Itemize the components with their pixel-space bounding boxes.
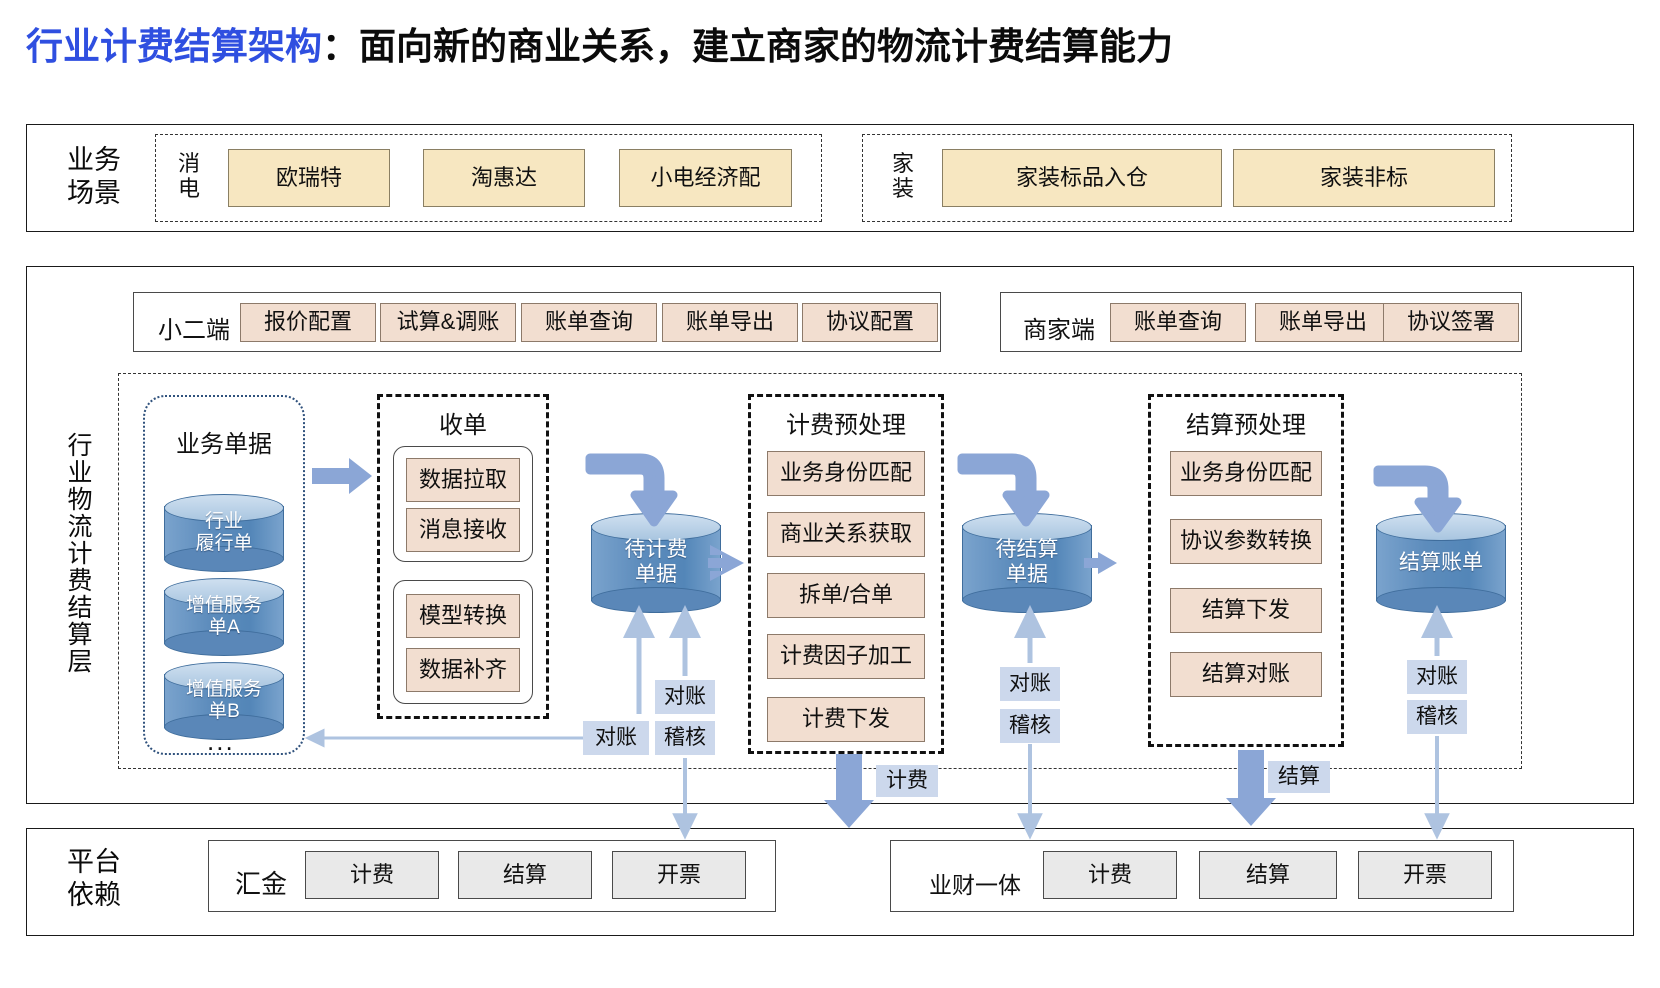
store-industry-fulfillment-label: 行业 履行单 — [195, 510, 253, 554]
tag-audit-bill: 稽核 — [1407, 700, 1467, 734]
stage-billing-item-0[interactable]: 业务身份匹配 — [767, 451, 925, 496]
stage-billing-preprocess-title: 计费预处理 — [786, 412, 906, 439]
toolbar-operator-item-1[interactable]: 试算&调账 — [380, 303, 516, 342]
tag-reconcile-settlement: 对账 — [1000, 667, 1060, 701]
business-documents-more: ... — [207, 726, 235, 756]
stage-billing-item-2[interactable]: 拆单/合单 — [767, 573, 925, 618]
store-settlement-bill-label: 结算账单 — [1399, 550, 1483, 574]
dependency-item-1-2[interactable]: 开票 — [1358, 851, 1492, 899]
business-documents-title: 业务单据 — [176, 431, 272, 458]
store-vas-b-label: 增值服务 单B — [185, 678, 262, 722]
stage-billing-item-3[interactable]: 计费因子加工 — [767, 634, 925, 679]
scenario-item-0-1[interactable]: 淘惠达 — [423, 149, 585, 207]
page-title-rest: ：面向新的商业关系，建立商家的物流计费结算能力 — [322, 26, 1173, 67]
stage-settlement-item-3[interactable]: 结算对账 — [1170, 652, 1322, 697]
toolbar-merchant-item-1[interactable]: 账单导出 — [1255, 303, 1391, 342]
stage-settlement-item-0[interactable]: 业务身份匹配 — [1170, 451, 1322, 496]
toolbar-operator-item-0[interactable]: 报价配置 — [240, 303, 376, 342]
scenario-item-1-1[interactable]: 家装非标 — [1233, 149, 1495, 207]
scenario-group-label-1: 家 装 — [891, 151, 914, 202]
dependency-group-label-1: 业财一体 — [929, 872, 1021, 898]
store-settlement-bill: 结算账单 — [1376, 513, 1506, 613]
tag-reconcile-left: 对账 — [583, 721, 649, 755]
flow-container — [118, 373, 1522, 769]
stage-settlement-preprocess-title: 结算预处理 — [1186, 412, 1306, 439]
dependency-group-label-0: 汇金 — [234, 869, 287, 899]
store-vas-b: 增值服务 单B — [164, 662, 284, 740]
scenario-item-0-0[interactable]: 欧瑞特 — [228, 149, 390, 207]
tag-audit-settlement: 稽核 — [1000, 709, 1060, 743]
stage-billing-preprocess — [748, 394, 944, 754]
scenario-group-home-improvement — [862, 134, 1512, 222]
stage-billing-item-1[interactable]: 商业关系获取 — [767, 512, 925, 557]
scenario-row-label: 业务 场景 — [67, 145, 121, 208]
stage-settlement-item-1[interactable]: 协议参数转换 — [1170, 519, 1322, 564]
store-industry-fulfillment: 行业 履行单 — [164, 494, 284, 572]
store-vas-a-label: 增值服务 单A — [185, 594, 262, 638]
toolbar-operator-item-3[interactable]: 账单导出 — [662, 303, 798, 342]
tag-settlement-flow: 结算 — [1268, 761, 1330, 793]
tag-audit-billing: 稽核 — [655, 721, 715, 755]
stage-intake-item-0-1[interactable]: 消息接收 — [406, 508, 520, 552]
toolbar-operator-label: 小二端 — [158, 317, 230, 344]
stage-intake-title: 收单 — [439, 412, 487, 439]
store-pending-settlement: 待结算 单据 — [962, 513, 1092, 613]
toolbar-operator-item-2[interactable]: 账单查询 — [521, 303, 657, 342]
store-pending-billing: 待计费 单据 — [591, 513, 721, 613]
page-title-accent: 行业计费结算架构 — [26, 26, 322, 67]
page-title: 行业计费结算架构：面向新的商业关系，建立商家的物流计费结算能力 — [26, 16, 1173, 70]
store-vas-a: 增值服务 单A — [164, 578, 284, 656]
scenario-item-1-0[interactable]: 家装标品入仓 — [942, 149, 1222, 207]
scenario-item-0-2[interactable]: 小电经济配 — [619, 149, 792, 207]
scenario-group-label-0: 消 电 — [177, 151, 200, 202]
dependency-item-0-2[interactable]: 开票 — [612, 851, 746, 899]
toolbar-merchant-label: 商家端 — [1023, 317, 1095, 344]
toolbar-merchant-item-2[interactable]: 协议签署 — [1383, 303, 1519, 342]
stage-settlement-preprocess — [1148, 394, 1344, 747]
tag-reconcile-bill: 对账 — [1407, 660, 1467, 694]
stage-intake-item-0-0[interactable]: 数据拉取 — [406, 458, 520, 502]
dependency-row-label: 平台 依赖 — [67, 847, 121, 910]
dependency-item-0-1[interactable]: 结算 — [458, 851, 592, 899]
stage-intake — [377, 394, 549, 719]
store-pending-settlement-label: 待结算 单据 — [995, 538, 1059, 586]
dependency-item-1-0[interactable]: 计费 — [1043, 851, 1177, 899]
stage-intake-item-1-0[interactable]: 模型转换 — [406, 594, 520, 638]
tag-billing-flow: 计费 — [876, 765, 938, 797]
settlement-layer-row-label: 行业物流计费结算层 — [64, 431, 92, 675]
scenario-group-consumer-electronics — [155, 134, 822, 222]
dependency-item-1-1[interactable]: 结算 — [1199, 851, 1337, 899]
stage-settlement-item-2[interactable]: 结算下发 — [1170, 588, 1322, 633]
toolbar-operator-item-4[interactable]: 协议配置 — [802, 303, 938, 342]
store-pending-billing-label: 待计费 单据 — [624, 538, 688, 586]
toolbar-merchant-item-0[interactable]: 账单查询 — [1110, 303, 1246, 342]
stage-billing-item-4[interactable]: 计费下发 — [767, 697, 925, 742]
tag-reconcile-billing: 对账 — [655, 680, 715, 714]
stage-intake-item-1-1[interactable]: 数据补齐 — [406, 648, 520, 692]
dependency-item-0-0[interactable]: 计费 — [305, 851, 439, 899]
